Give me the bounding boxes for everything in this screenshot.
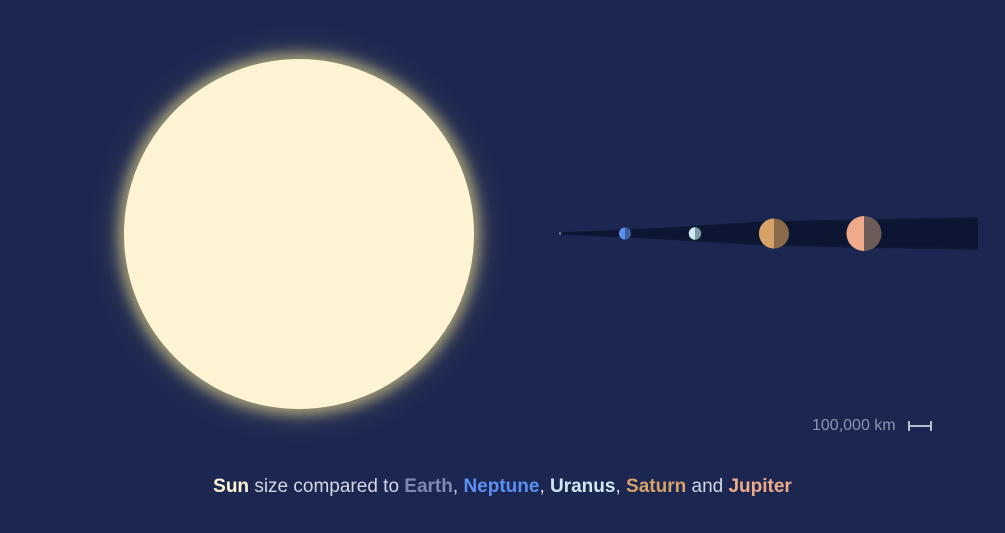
comparison-caption: Sun size compared to Earth, Neptune, Ura…: [0, 476, 1005, 498]
caption-comma: ,: [615, 476, 621, 497]
caption-saturn: Saturn: [626, 476, 687, 497]
earth-disc: [558, 232, 562, 235]
caption-jupiter: Jupiter: [728, 476, 792, 497]
neptune-planet: [619, 227, 631, 240]
scale-indicator: 100,000 km: [812, 417, 932, 435]
caption-uranus: Uranus: [550, 476, 616, 497]
caption-sun: Sun: [213, 476, 250, 497]
caption-comma: ,: [452, 476, 459, 497]
jupiter-planet: [846, 216, 882, 251]
neptune-lit-side: [619, 227, 625, 240]
uranus-lit-side: [688, 227, 695, 240]
uranus-planet: [688, 227, 702, 240]
saturn-lit-side: [759, 218, 774, 249]
caption-comma: ,: [539, 476, 545, 497]
saturn-planet: [759, 218, 789, 249]
caption-earth: Earth: [404, 476, 453, 497]
sun-disc: [124, 59, 474, 409]
caption-neptune: Neptune: [463, 476, 540, 497]
scale-label: 100,000 km: [812, 417, 896, 434]
jupiter-lit-side: [846, 216, 864, 251]
scale-bar-icon: [907, 421, 932, 431]
caption-and: and: [691, 476, 724, 497]
earth-planet: [558, 232, 562, 235]
caption-text: size compared to: [254, 476, 400, 497]
